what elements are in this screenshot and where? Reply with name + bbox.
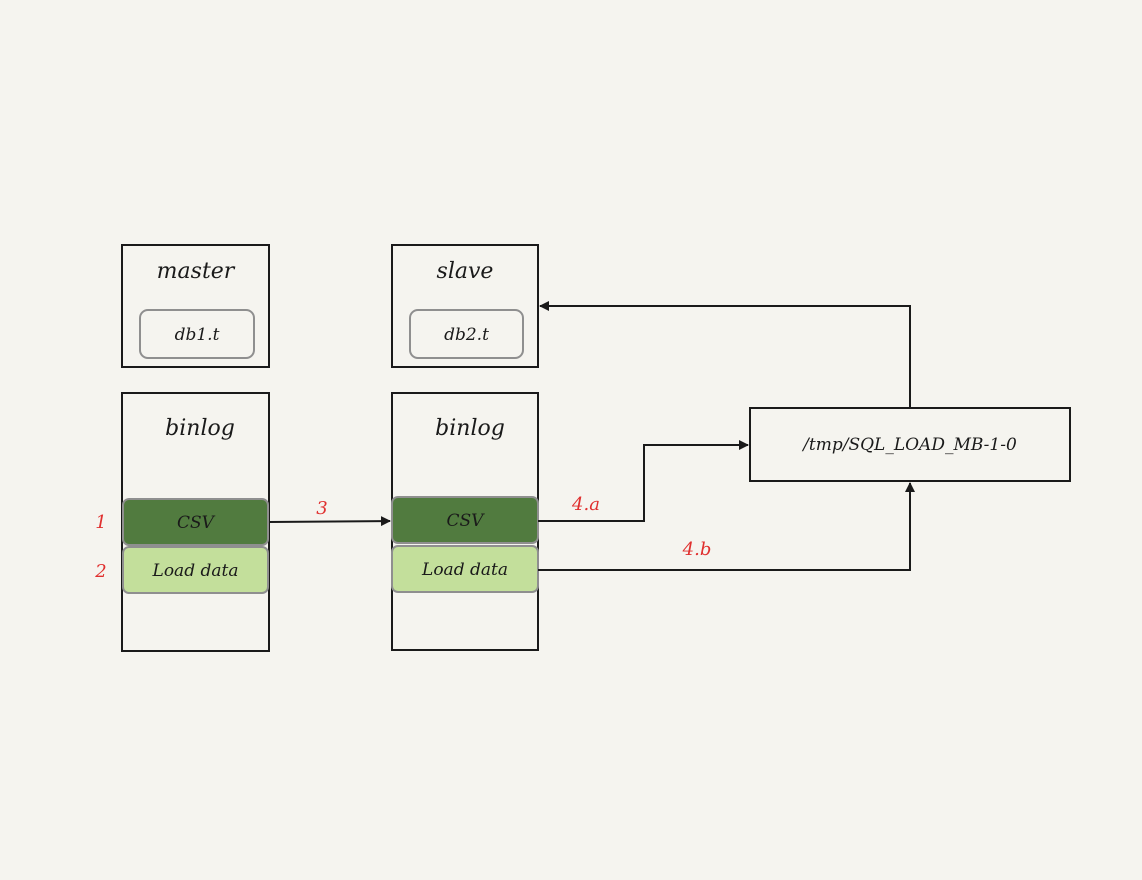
master-title: master <box>157 259 236 284</box>
slave-load-label: Load data <box>421 560 508 580</box>
master-load-event <box>122 546 269 594</box>
tmp-file-path: /tmp/SQL_LOAD_MB-1-0 <box>801 435 1017 455</box>
master-load-label: Load data <box>152 561 239 581</box>
arrow-csv-to-slave <box>268 516 391 527</box>
annotation-step-3: 3 <box>316 498 327 519</box>
annotation-step-2: 2 <box>94 561 106 582</box>
slave-csv-label: CSV <box>447 511 486 531</box>
master-box <box>121 244 270 368</box>
master-binlog: binlog CSV Load data <box>121 392 270 652</box>
slave-box <box>391 244 539 368</box>
annotation-step-4b: 4.b <box>682 539 712 560</box>
master-csv-label: CSV <box>177 513 216 533</box>
arrow-tmp-to-slave <box>539 301 911 408</box>
annotation-step-1: 1 <box>95 512 106 533</box>
slave-title: slave <box>437 259 494 284</box>
slave-table-box <box>409 309 524 359</box>
slave-table-label: db2.t <box>444 325 489 345</box>
slave-binlog-title: binlog <box>435 416 505 441</box>
arrow-4a-to-tmp <box>538 440 749 522</box>
master-table-box <box>139 309 255 359</box>
master-binlog-title: binlog <box>165 416 235 441</box>
arrow-4b-to-tmp <box>538 482 915 571</box>
annotation-step-4a: 4.a <box>571 494 600 515</box>
master-table-label: db1.t <box>175 325 220 345</box>
slave-node: slave db2.t <box>391 244 539 368</box>
master-csv-event <box>122 498 269 546</box>
master-node: master db1.t <box>121 244 270 368</box>
